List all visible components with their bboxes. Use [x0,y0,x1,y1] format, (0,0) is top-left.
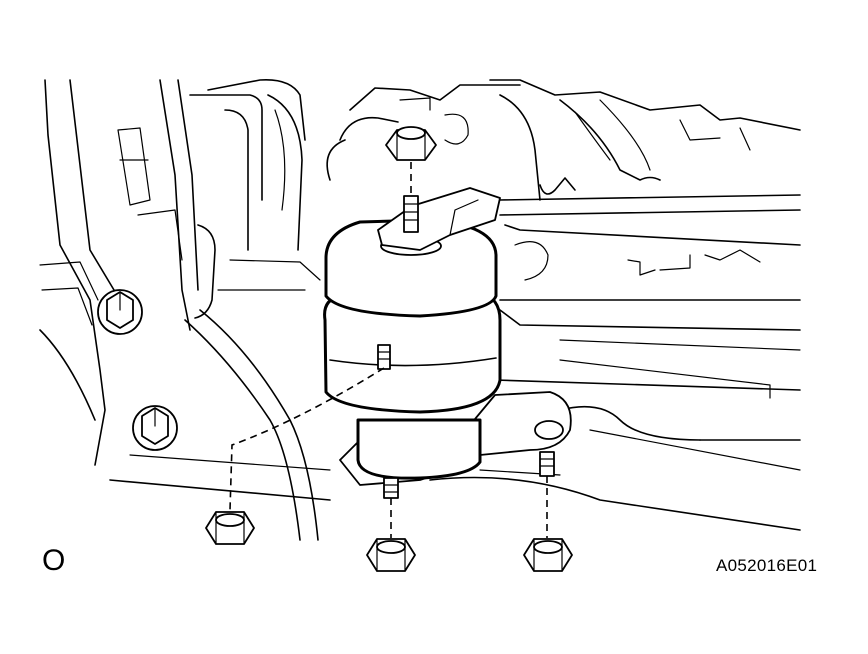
lower-nut-right [523,538,573,572]
lower-nut-left [205,511,255,545]
engine-block-background [39,78,801,541]
view-marker: O [42,544,66,577]
engine-mount-insulator [323,187,572,499]
figure-reference-code: A052016E01 [716,556,818,575]
side-bolt-upper [97,289,143,335]
side-bolt-lower [132,405,178,451]
top-nut [385,126,437,161]
lower-nut-center [366,538,416,572]
alignment-lines [229,162,548,538]
